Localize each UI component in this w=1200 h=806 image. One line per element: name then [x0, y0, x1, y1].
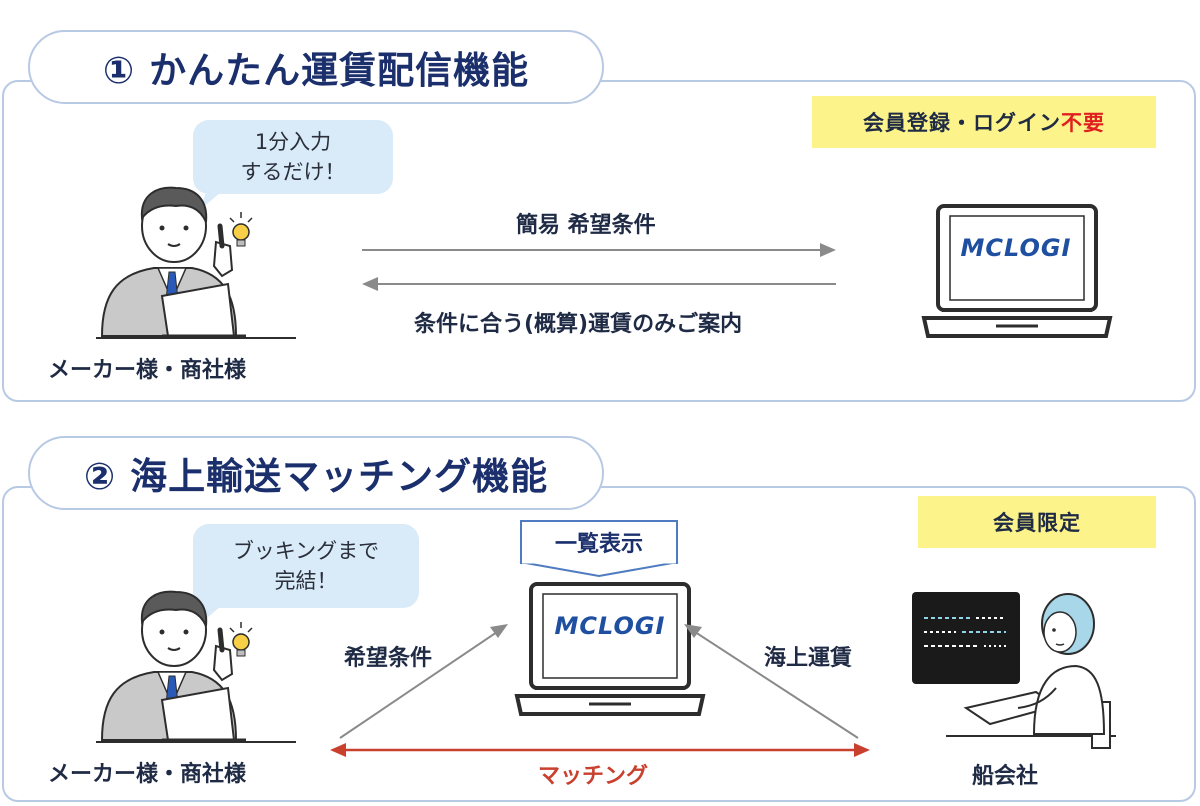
section2-businessman-icon: [96, 590, 296, 743]
section2-list-display-box: 一覧表示: [520, 520, 678, 564]
section2-speech-bubble: ブッキングまで 完結！: [193, 524, 419, 608]
section1-arrow-top-label: 簡易 希望条件: [516, 213, 656, 238]
section1-person-label: メーカー様・商社様: [48, 358, 247, 383]
section2-matching-arrow: [330, 743, 870, 757]
section2-logo: MCLOGI: [554, 612, 666, 640]
section1-arrow-left: [362, 277, 836, 291]
section2-lightbulb-icon: [229, 622, 253, 657]
section1-logo: MCLOGI: [960, 234, 1072, 262]
section1-arrow-bottom-label: 条件に合う(概算)運賃のみご案内: [414, 312, 743, 337]
section2-bubble-line-1: ブッキングまで: [232, 539, 380, 563]
section2-right-arrow-label: 海上運賃: [764, 646, 853, 671]
section2-left-arrow-label: 希望条件: [344, 646, 433, 671]
section1-bubble-line-2: するだけ！: [240, 160, 346, 184]
section2-access-tag: 会員限定: [918, 496, 1156, 548]
section2-laptop-icon: [514, 582, 706, 716]
section1-laptop-icon: [921, 204, 1113, 338]
section1-arrow-right: [362, 243, 836, 257]
section1-lightbulb-icon: [229, 212, 253, 247]
section2-shipping-company-icon: [912, 592, 1116, 749]
section2-list-pointer: [519, 560, 679, 578]
section1-bubble-line-1: 1分入力: [254, 130, 332, 154]
section1-businessman-icon: [96, 186, 296, 339]
section2-matching-label: マッチング: [538, 764, 649, 789]
section1-speech-bubble: 1分入力 するだけ！: [193, 120, 393, 194]
section2-person-label: メーカー様・商社様: [48, 762, 247, 787]
section1-bubble-tail: [200, 186, 228, 210]
section2-carrier-label: 船会社: [972, 764, 1039, 789]
section1-access-tag-text: 会員登録・ログイン: [863, 111, 1061, 135]
section1-access-tag: 会員登録・ログイン不要: [812, 96, 1156, 148]
section2-title: ② 海上輸送マッチング機能: [28, 436, 604, 510]
section1-title: ① かんたん運賃配信機能: [28, 30, 604, 104]
section2-bubble-line-2: 完結！: [274, 569, 338, 593]
section1-access-tag-highlight: 不要: [1061, 111, 1105, 135]
